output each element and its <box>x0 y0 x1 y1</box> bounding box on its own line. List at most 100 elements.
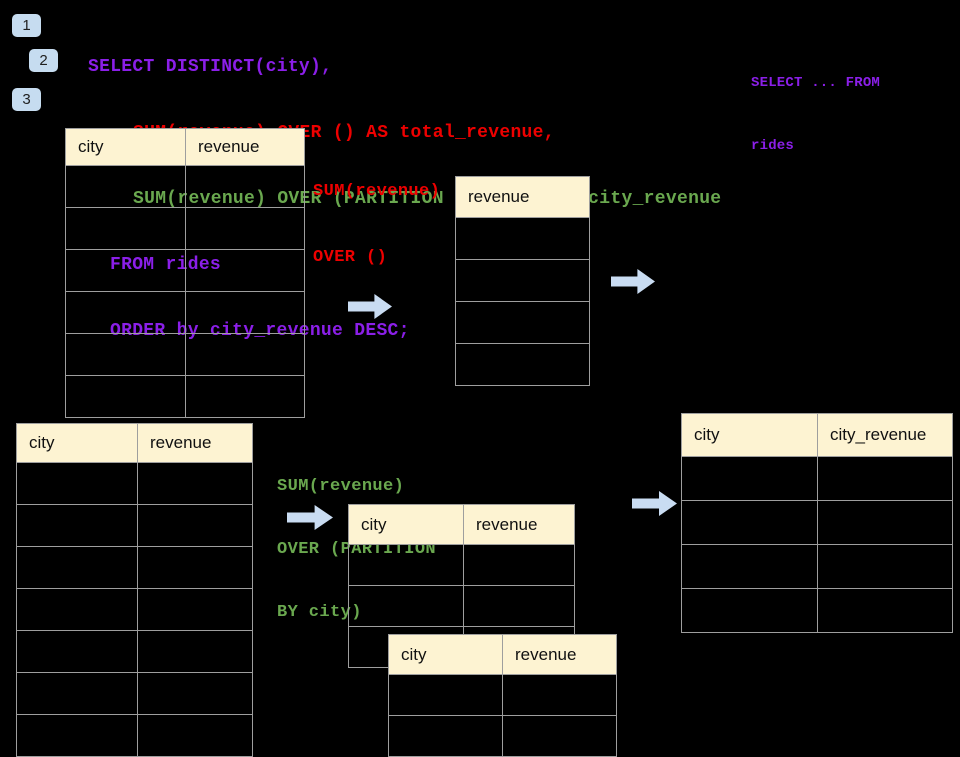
column-header: city <box>388 634 503 675</box>
table-row <box>65 375 305 418</box>
table-row <box>388 674 617 716</box>
table-cell <box>137 462 253 505</box>
side-note-line-2: rides <box>751 138 795 154</box>
annotation-total-line-2: OVER () <box>313 248 388 267</box>
table-cell <box>137 714 253 757</box>
table-row <box>681 500 953 545</box>
table-row <box>16 546 253 589</box>
table-cell <box>16 630 138 673</box>
table-cell <box>388 715 503 757</box>
table-row <box>388 715 617 757</box>
column-header: city <box>681 413 818 457</box>
table-cell <box>817 500 953 545</box>
column-header: city <box>348 504 464 545</box>
table-cell <box>185 333 305 376</box>
table-cell <box>388 674 503 716</box>
table-header-row: revenue <box>455 176 590 218</box>
table-row <box>455 259 590 302</box>
table-row <box>65 249 305 292</box>
table-cell <box>455 301 590 344</box>
table-row <box>16 504 253 547</box>
step-badge-2: 2 <box>29 49 58 72</box>
table-cell <box>16 672 138 715</box>
table-cell <box>65 249 186 292</box>
table-row <box>681 456 953 501</box>
table-cell <box>137 546 253 589</box>
column-header: revenue <box>455 176 590 218</box>
table-cell <box>817 456 953 501</box>
annotation-partition-line-1: SUM(revenue) <box>277 477 405 496</box>
column-header: revenue <box>185 128 305 166</box>
table-row <box>65 207 305 250</box>
table-row <box>681 588 953 633</box>
table-cell <box>137 630 253 673</box>
table-row <box>16 714 253 757</box>
table-cell <box>16 546 138 589</box>
column-header: revenue <box>463 504 575 545</box>
table-row <box>681 544 953 589</box>
table-row <box>348 585 575 627</box>
table-row <box>16 630 253 673</box>
annotation-total-revenue: SUM(revenue) OVER () <box>313 137 440 291</box>
side-note-line-1: SELECT ... FROM <box>751 75 881 91</box>
table-cell <box>817 588 953 633</box>
table-row <box>455 217 590 260</box>
table-cell <box>16 462 138 505</box>
sql-line-select: SELECT DISTINCT(city), <box>88 57 333 77</box>
annotation-total-line-1: SUM(revenue) <box>313 182 441 201</box>
table-cell <box>681 500 818 545</box>
table-cell <box>502 715 617 757</box>
flow-arrow-partition-result <box>632 491 677 516</box>
table-cell <box>65 333 186 376</box>
table-cell <box>16 714 138 757</box>
step-badge-3: 3 <box>12 88 41 111</box>
table-cell <box>681 588 818 633</box>
table-row <box>16 672 253 715</box>
table-cell <box>65 291 186 334</box>
table-row <box>65 165 305 208</box>
column-header: revenue <box>502 634 617 675</box>
table-cell <box>502 674 617 716</box>
column-header: city_revenue <box>817 413 953 457</box>
table-cell <box>137 504 253 547</box>
table-cell <box>16 588 138 631</box>
column-header: revenue <box>137 423 253 463</box>
column-header: city <box>16 423 138 463</box>
table-cell <box>16 504 138 547</box>
table-cell <box>817 544 953 589</box>
table-row <box>16 462 253 505</box>
table-row <box>65 291 305 334</box>
table-cell <box>65 375 186 418</box>
table-cell <box>185 375 305 418</box>
table-cell <box>455 343 590 386</box>
table-row <box>65 333 305 376</box>
table-cell <box>463 585 575 627</box>
table-row <box>16 588 253 631</box>
table-cell <box>463 544 575 586</box>
table-cell <box>681 456 818 501</box>
table-cell <box>137 672 253 715</box>
table-cell <box>185 165 305 208</box>
table-cell <box>681 544 818 589</box>
table-cell <box>137 588 253 631</box>
table-cell <box>455 217 590 260</box>
table-cell <box>185 291 305 334</box>
table-cell <box>185 207 305 250</box>
table-cell <box>348 585 464 627</box>
table-cell <box>185 249 305 292</box>
table-total-revenue-result: revenue <box>455 176 590 386</box>
table-row <box>348 544 575 586</box>
table-cell <box>65 207 186 250</box>
table-row <box>455 343 590 386</box>
table-row <box>455 301 590 344</box>
step-badge-1: 1 <box>12 14 41 37</box>
